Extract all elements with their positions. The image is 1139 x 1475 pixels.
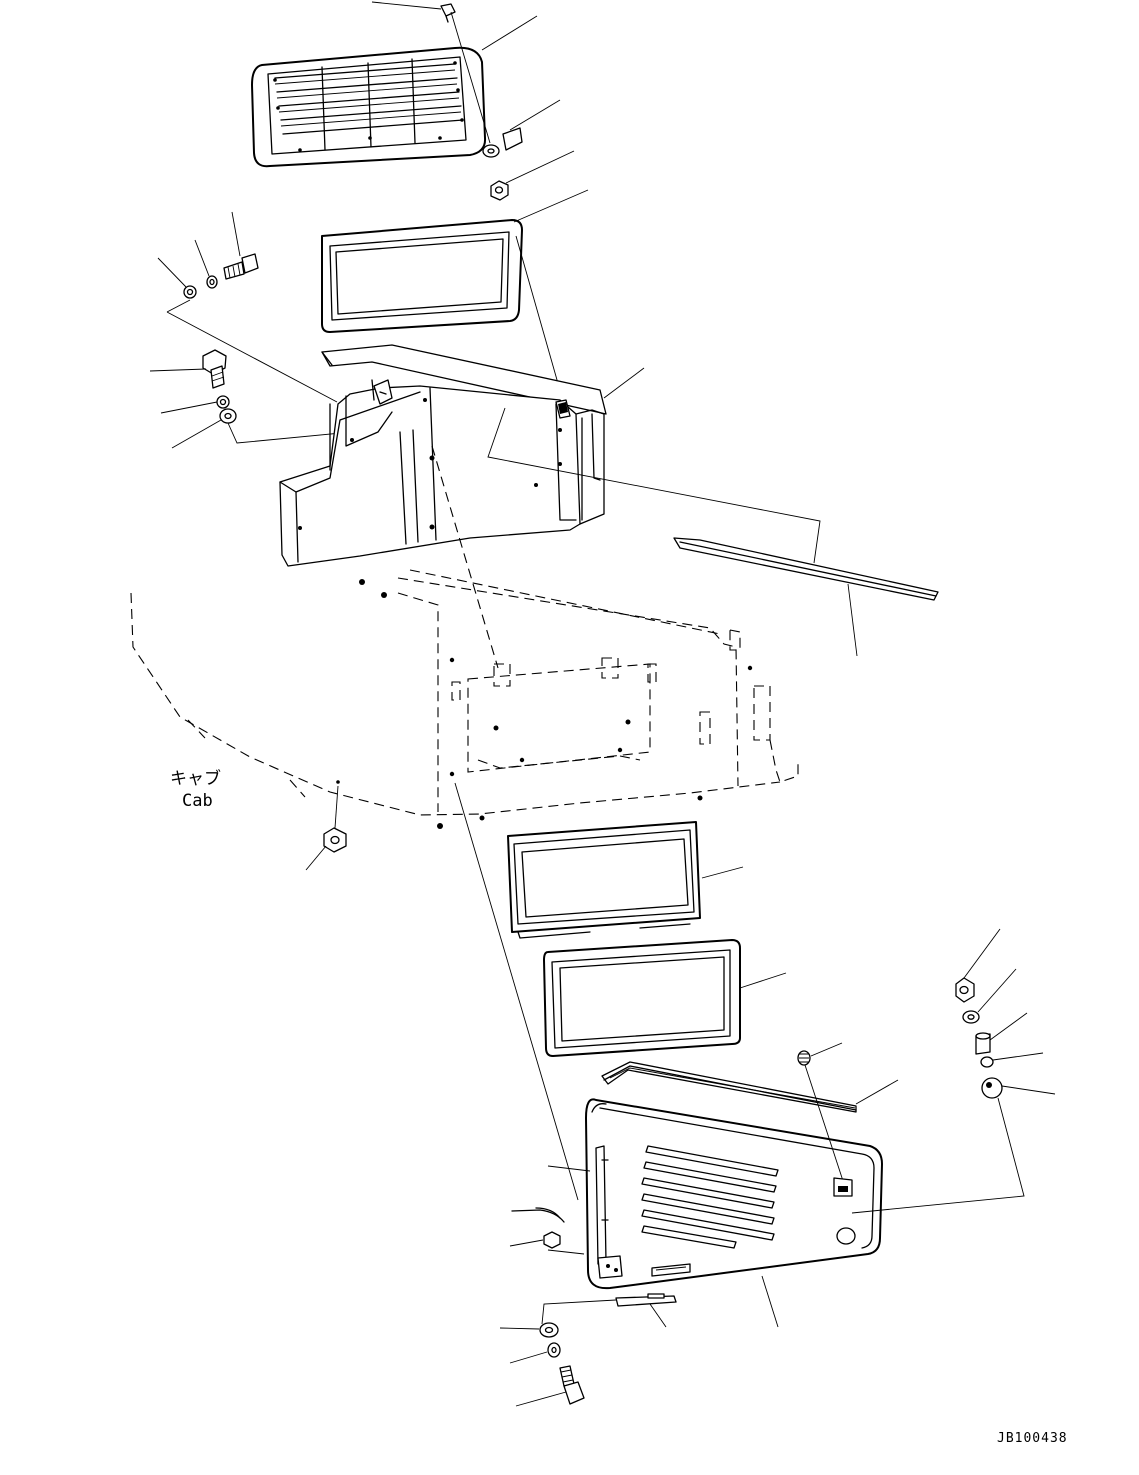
bottom-bolt-group	[499, 1322, 585, 1407]
washer-top	[482, 99, 561, 158]
upper-seal-strip	[673, 537, 939, 657]
cab-label-japanese: キャブ	[170, 768, 221, 789]
mid-left-fasteners	[149, 349, 415, 449]
top-bolt	[371, 1, 491, 144]
air-duct-housing	[279, 344, 821, 567]
lower-filter-frame	[543, 939, 787, 1057]
lower-filter-element	[507, 821, 744, 939]
left-bolt-set	[157, 211, 338, 403]
cab-mount-nut	[305, 785, 347, 871]
top-grille-cover	[251, 46, 487, 168]
drawing-number: JB100438	[997, 1431, 1068, 1446]
access-door-panel	[585, 1098, 883, 1328]
leader-grille	[481, 15, 538, 51]
upper-filter-frame	[321, 189, 589, 409]
cab-label-english: Cab	[182, 791, 213, 811]
door-hinge-parts	[509, 1165, 677, 1328]
lower-seal-strip	[601, 1061, 899, 1113]
nut-top	[490, 150, 575, 201]
spring-washer	[797, 1042, 846, 1188]
cab-outline	[130, 445, 799, 1201]
right-fastener-stack	[851, 928, 1056, 1214]
